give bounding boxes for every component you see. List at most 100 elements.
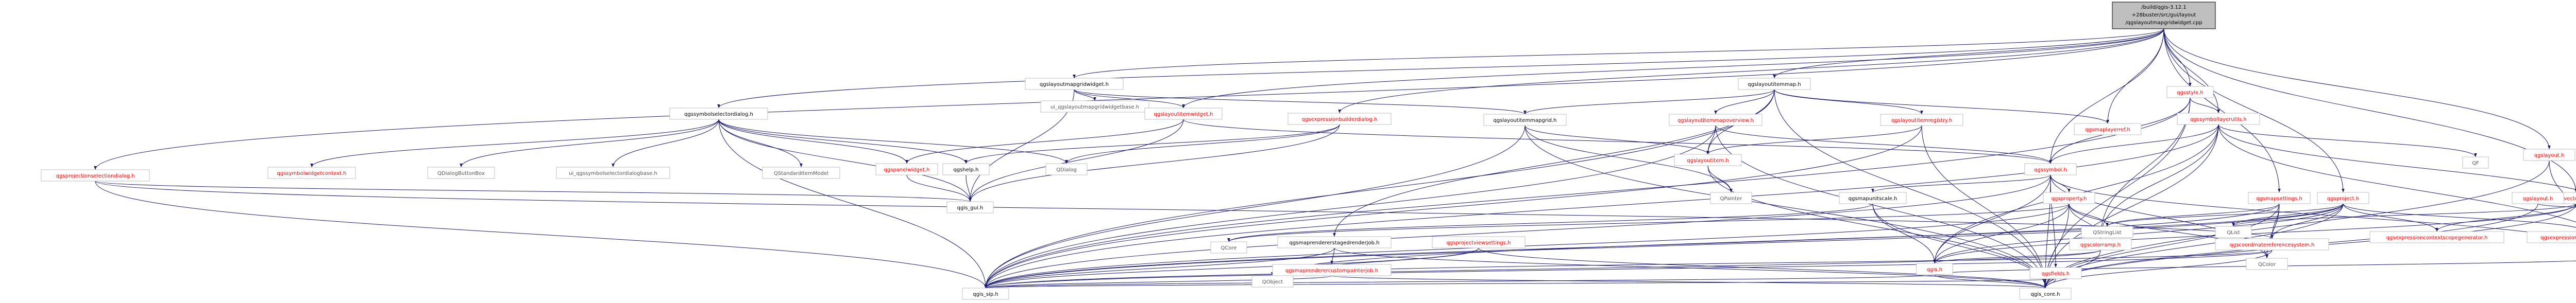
node-projselectiondialog_h[interactable]: qgsprojectionselectiondialog.h bbox=[41, 169, 150, 182]
node-panelwidget_h[interactable]: qgspanelwidget.h bbox=[875, 163, 938, 175]
node-qpainter[interactable]: QPainter bbox=[1710, 192, 1752, 204]
node-maprenderercustompainterjob_h[interactable]: qgsmaprenderercustompainterjob.h bbox=[1272, 264, 1392, 276]
node-qobject[interactable]: QObject bbox=[1251, 275, 1294, 288]
node-qstandarditemmodel[interactable]: QStandardItemModel bbox=[762, 167, 840, 179]
node-label-itemregistry_h: qgslayoutitemregistry.h bbox=[1891, 118, 1952, 123]
node-qgis_gui_h[interactable]: qgis_gui.h bbox=[946, 201, 994, 213]
edge-qgsstyle_h-to-symbollayerutils_h bbox=[2190, 97, 2220, 114]
node-itemmapoverview_h[interactable]: qgslayoutitemmapoverview.h bbox=[1669, 114, 1762, 126]
node-symbolselectordialogbase_h[interactable]: ui_qgssymbolselectordialogbase.h bbox=[556, 167, 670, 179]
edge-itemmapoverview_h-to-layoutitem_h bbox=[1706, 125, 1716, 155]
edge-root-to-layoutitemmap_h bbox=[1773, 28, 2164, 79]
node-mapperderenderstagejob_h[interactable]: qgsmaprendererstagedrenderjob.h bbox=[1277, 236, 1392, 248]
edge-panelwidget_h-to-qgis_gui_h bbox=[906, 174, 972, 202]
node-itemmapgrid_h[interactable]: qgslayoutitemmapgrid.h bbox=[1483, 114, 1567, 126]
node-qcore[interactable]: QCore bbox=[1210, 241, 1247, 254]
node-box-mapunitscale_h bbox=[1839, 192, 1907, 204]
node-qcolor[interactable]: QColor bbox=[2246, 258, 2288, 270]
node-layoutitemmap_h[interactable]: qgslayoutitemmap.h bbox=[1738, 78, 1811, 90]
node-qstringlist[interactable]: QStringList bbox=[2081, 226, 2133, 238]
node-label-qgsmapsettings_h: qgsmapsettings.h bbox=[2256, 196, 2302, 202]
edge-qgsproperty_h-to-qcore bbox=[1227, 203, 2070, 242]
edge-root-to-qgssymbol_h bbox=[2049, 28, 2164, 164]
node-qgsstyle_h[interactable]: qgsstyle.h bbox=[2166, 86, 2214, 98]
node-projectviewsettings_h[interactable]: qgsprojectviewsettings.h bbox=[1432, 236, 1526, 248]
edge-qgis_h-to-qgis_core_h bbox=[1934, 274, 2047, 289]
node-colorramp_h[interactable]: qgscolorramp.h bbox=[2069, 238, 2132, 251]
edge-colorramp_h-to-qgis_sip_h bbox=[984, 249, 2101, 289]
node-box-qdialog bbox=[1045, 163, 1088, 175]
node-qgsproject_h[interactable]: qgsproject.h bbox=[2317, 192, 2369, 204]
node-qf[interactable]: QF bbox=[2462, 156, 2489, 169]
node-label-qgssymbol_h: qgssymbol.h bbox=[2034, 167, 2067, 173]
edge-layoutitemmap_h-to-itemregistry_h bbox=[1774, 89, 1923, 115]
node-box-qgsproject_h bbox=[2317, 192, 2369, 204]
node-label-itemmapgrid_h: qgslayoutitemmapgrid.h bbox=[1493, 118, 1556, 123]
edge-symbolselectordialog_h-to-qgis_sip_h bbox=[718, 119, 987, 289]
node-mapgridwidget_h[interactable]: qgslayoutmapgridwidget.h bbox=[1025, 78, 1124, 90]
node-qdialog[interactable]: QDialog bbox=[1045, 163, 1088, 175]
node-layoutitem_h[interactable]: qgslayoutitem.h bbox=[1674, 154, 1742, 166]
node-label-qgsproperty_h: qgsproperty.h bbox=[2052, 196, 2087, 202]
node-box-qgis_h bbox=[1916, 263, 1953, 275]
edge-qgsproject_h-to-qlist bbox=[2232, 203, 2344, 227]
node-crs_h[interactable]: qgscoordinatereferencesystem.h bbox=[2215, 238, 2329, 251]
edge-projselectiondialog_h-to-qgis_gui_h bbox=[95, 181, 972, 202]
edge-itemmapgrid_h-to-qpainter bbox=[1524, 125, 1733, 193]
node-label-projectviewsettings_h: qgsprojectviewsettings.h bbox=[1446, 240, 1511, 246]
edge-root-to-maplayerref_h bbox=[2106, 28, 2164, 124]
edge-symbollayerutils_h-to-qmap bbox=[2218, 124, 2576, 223]
edge-qgsproject_h-to-qgis_h bbox=[1933, 203, 2344, 264]
node-box-qlist bbox=[2215, 226, 2252, 238]
edge-root-to-vectorlayer_h bbox=[2163, 28, 2576, 193]
node-box-symbolselectordialogbase_h bbox=[556, 167, 670, 179]
node-symbolwidgetcontext_h[interactable]: qgssymbolwidgetcontext.h bbox=[267, 167, 356, 179]
edge-symbolselectordialog_h-to-qdialog bbox=[718, 119, 1068, 164]
node-box-qobject bbox=[1251, 275, 1294, 288]
node-label-layoutitem_h: qgslayoutitem.h bbox=[1687, 158, 1728, 164]
node-exprbuilderdialog_h[interactable]: qgsexpressionbuilderdialog.h bbox=[1287, 113, 1392, 125]
node-box-symbolselectordialog_h bbox=[669, 108, 768, 120]
node-label-qdialogbuttonbox: QDialogButtonBox bbox=[437, 171, 485, 176]
edge-itemwidget_h-to-qgis_gui_h bbox=[969, 119, 1184, 202]
node-box-qdialogbuttonbox bbox=[427, 167, 495, 179]
node-mapgridwidgetbase_h[interactable]: ui_qgslayoutmapgridwidgetbase.h bbox=[1040, 100, 1149, 113]
node-label-symbollayerutils_h: qgssymbollayerutils.h bbox=[2190, 117, 2247, 122]
node-qdialogbuttonbox[interactable]: QDialogButtonBox bbox=[427, 167, 495, 179]
node-qgis_h[interactable]: qgis.h bbox=[1916, 263, 1953, 275]
node-label-qcolor: QColor bbox=[2258, 262, 2276, 268]
node-qgshelp_h[interactable]: qgshelp.h bbox=[942, 163, 990, 175]
node-qgsfields_h[interactable]: qgsfields.h bbox=[2029, 267, 2082, 279]
edge-qgsproject_h-to-exprscopegen_h bbox=[2343, 203, 2438, 232]
edge-vectorlayer_h-to-exprscopegen_h bbox=[2435, 203, 2576, 232]
edge-qgshelp_h-to-qgis_gui_h bbox=[965, 174, 972, 202]
node-box-projselectiondialog_h bbox=[41, 169, 150, 182]
edge-itemregistry_h-to-qgis_core_h bbox=[1921, 125, 2047, 289]
node-itemwidget_h[interactable]: qgslayoutitemwidget.h bbox=[1144, 108, 1223, 120]
edge-itemmapgrid_h-to-layoutitem_h bbox=[1524, 125, 1709, 155]
edge-root-to-qgsproject_h bbox=[2163, 28, 2345, 193]
node-label-symbolselectordialog_h: qgssymbolselectordialog.h bbox=[684, 112, 753, 117]
node-qgssymbol_h[interactable]: qgssymbol.h bbox=[2024, 163, 2077, 175]
node-mapunitscale_h[interactable]: qgsmapunitscale.h bbox=[1839, 192, 1907, 204]
node-qgsproperty_h[interactable]: qgsproperty.h bbox=[2043, 192, 2095, 204]
node-label-itemwidget_h: qgslayoutitemwidget.h bbox=[1154, 112, 1213, 117]
node-exprctxgen_h[interactable]: qgsexpressioncontextgenerator.h bbox=[2527, 231, 2576, 243]
node-qgis_sip_h[interactable]: qgis_sip.h bbox=[962, 288, 1009, 300]
node-label-mapgridwidget_h: qgslayoutmapgridwidget.h bbox=[1040, 82, 1109, 87]
node-symbolselectordialog_h[interactable]: qgssymbolselectordialog.h bbox=[669, 108, 768, 120]
node-symbollayerutils_h[interactable]: qgssymbollayerutils.h bbox=[2177, 113, 2260, 125]
node-maplayerref_h[interactable]: qgsmaplayerref.h bbox=[2074, 123, 2142, 135]
edge-layoutitemmap_h-to-qgis_sip_h bbox=[984, 89, 1775, 289]
edge-itemmapoverview_h-to-qgssymbol_h bbox=[1715, 125, 2052, 164]
node-qgsmapsettings_h[interactable]: qgsmapsettings.h bbox=[2248, 192, 2311, 204]
edge-mapperderenderstagejob_h-to-maprenderercustompainterjob_h bbox=[1330, 247, 1335, 265]
node-itemregistry_h[interactable]: qgslayoutitemregistry.h bbox=[1880, 114, 1963, 126]
node-layout_h2[interactable]: qgslayout.h bbox=[2512, 192, 2564, 204]
node-box-qgsmapsettings_h bbox=[2248, 192, 2311, 204]
node-qgslayout_h[interactable]: qgslayout.h bbox=[2523, 149, 2575, 161]
node-exprscopegen_h[interactable]: qgsexpressioncontextscopegenerator.h bbox=[2369, 231, 2504, 243]
node-qlist[interactable]: QList bbox=[2215, 226, 2252, 238]
node-qgis_core_h[interactable]: qgis_core.h bbox=[2019, 288, 2072, 300]
node-label-qgshelp_h: qgshelp.h bbox=[953, 167, 978, 173]
